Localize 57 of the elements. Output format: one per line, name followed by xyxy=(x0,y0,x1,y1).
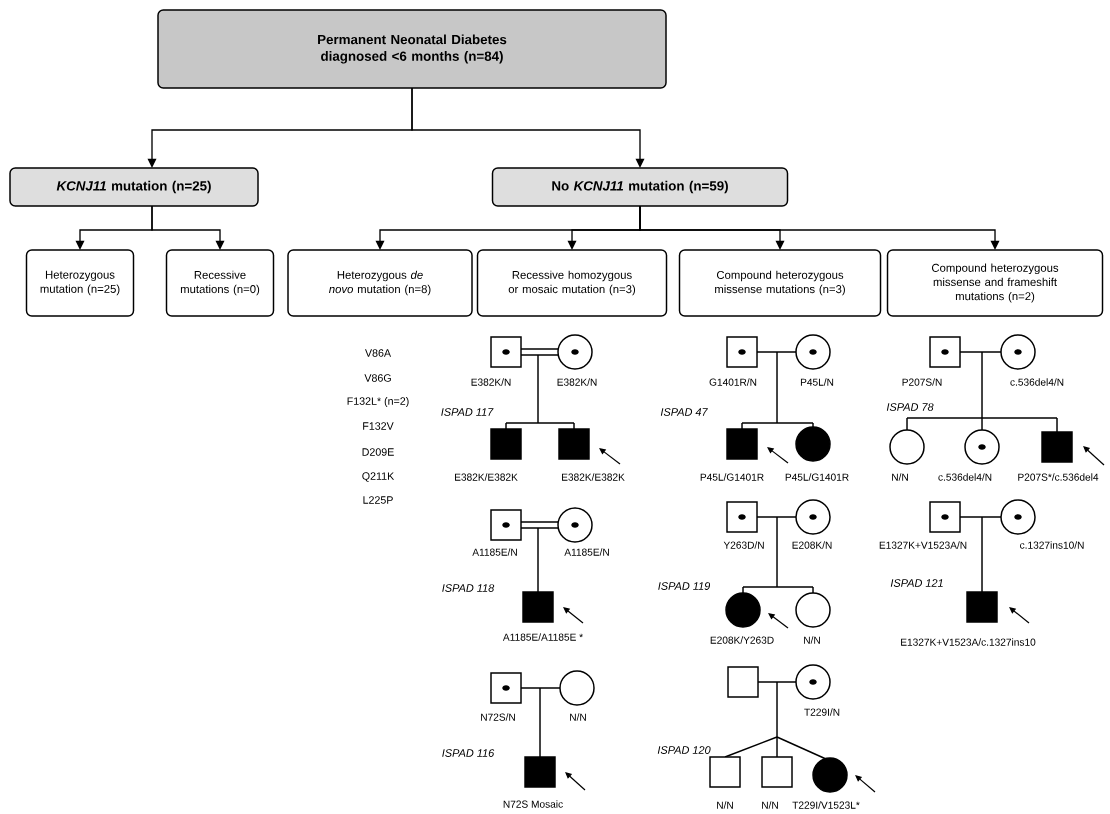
mutation-label: V86A xyxy=(365,349,391,357)
category-box: Compound heterozygous missense mutations (n=3) xyxy=(678,249,882,317)
genotype-label: E1327K+V1523A/N xyxy=(879,541,967,549)
genotype-label: E382K/N xyxy=(471,378,511,386)
genotype-label: N/N xyxy=(717,801,733,809)
family-label: ISPAD 47 xyxy=(660,408,708,416)
genotype-label: c.536del4/N xyxy=(1010,378,1064,386)
genotype-label: E382K/E382K xyxy=(562,473,625,481)
genotype-label: c.536del4/N xyxy=(938,473,992,481)
mutation-label: L225P xyxy=(363,496,393,504)
category-box: No KCNJ11 mutation (n=59) xyxy=(491,167,789,207)
genotype-label: P45L/G1401R xyxy=(785,473,849,481)
genotype-label: A1185E/N xyxy=(472,548,517,556)
genotype-label: A1185E/N xyxy=(564,548,609,556)
genotype-label: N/N xyxy=(570,713,586,721)
family-label: ISPAD 120 xyxy=(657,746,711,754)
family-label: ISPAD 119 xyxy=(658,582,710,590)
genotype-label: E208K/N xyxy=(792,541,832,549)
mutation-label: F132L* (n=2) xyxy=(347,397,409,407)
genotype-label: E382K/N xyxy=(557,378,597,386)
genotype-label: N/N xyxy=(804,636,820,644)
genotype-label: N/N xyxy=(762,801,778,809)
category-box: Recessive mutations (n=0) xyxy=(165,249,275,317)
genotype-label: c.1327ins10/N xyxy=(1020,541,1084,549)
genotype-label: E1327K+V1523A/c.1327ins10 xyxy=(901,638,1036,646)
genotype-label: A1185E/A1185E * xyxy=(502,633,583,641)
genotype-label: P45L/G1401R xyxy=(700,473,764,481)
family-label: ISPAD 78 xyxy=(886,403,934,411)
category-box: Compound heterozygous missense and frameshift mutations (n=2) xyxy=(886,249,1104,317)
genotype-label: N72S/N xyxy=(481,713,515,721)
category-box: Recessive homozygous or mosaic mutation (n=3) xyxy=(476,249,668,317)
mutation-label: F132V xyxy=(363,422,394,430)
family-label: ISPAD 117 xyxy=(441,408,494,416)
category-box: Heterozygous de novo mutation (n=8) xyxy=(287,249,473,317)
category-box: KCNJ11 mutation (n=25) xyxy=(9,167,259,207)
mutation-label: D209E xyxy=(362,448,394,456)
arrow xyxy=(411,87,645,168)
family-label: ISPAD 118 xyxy=(442,584,495,592)
genotype-label: T229I/N xyxy=(804,708,840,716)
genotype-label: N/N xyxy=(892,473,908,481)
genotype-label: Y263D/N xyxy=(723,541,764,549)
mutation-label: V86G xyxy=(364,374,391,382)
genotype-label: P207S*/c.536del4 xyxy=(1018,473,1099,481)
arrow xyxy=(639,205,1000,250)
mutation-label: Q211K xyxy=(362,472,395,482)
arrow xyxy=(151,205,225,250)
genotype-label: G1401R/N xyxy=(709,378,757,386)
category-box: Permanent Neonatal Diabetes diagnosed <6 months (n=84) xyxy=(157,9,667,89)
genotype-label: E382K/E382K xyxy=(455,473,518,481)
genotype-label: T229I/V1523L* xyxy=(792,801,860,809)
genotype-label: N72S Mosaic xyxy=(503,800,563,808)
genotype-label: P207S/N xyxy=(902,378,942,386)
genotype-label: E208K/Y263D xyxy=(710,636,774,644)
genotype-label: P45L/N xyxy=(800,378,834,386)
family-label: ISPAD 121 xyxy=(890,579,943,587)
category-box: Heterozygous mutation (n=25) xyxy=(25,249,135,317)
family-label: ISPAD 116 xyxy=(442,749,495,757)
